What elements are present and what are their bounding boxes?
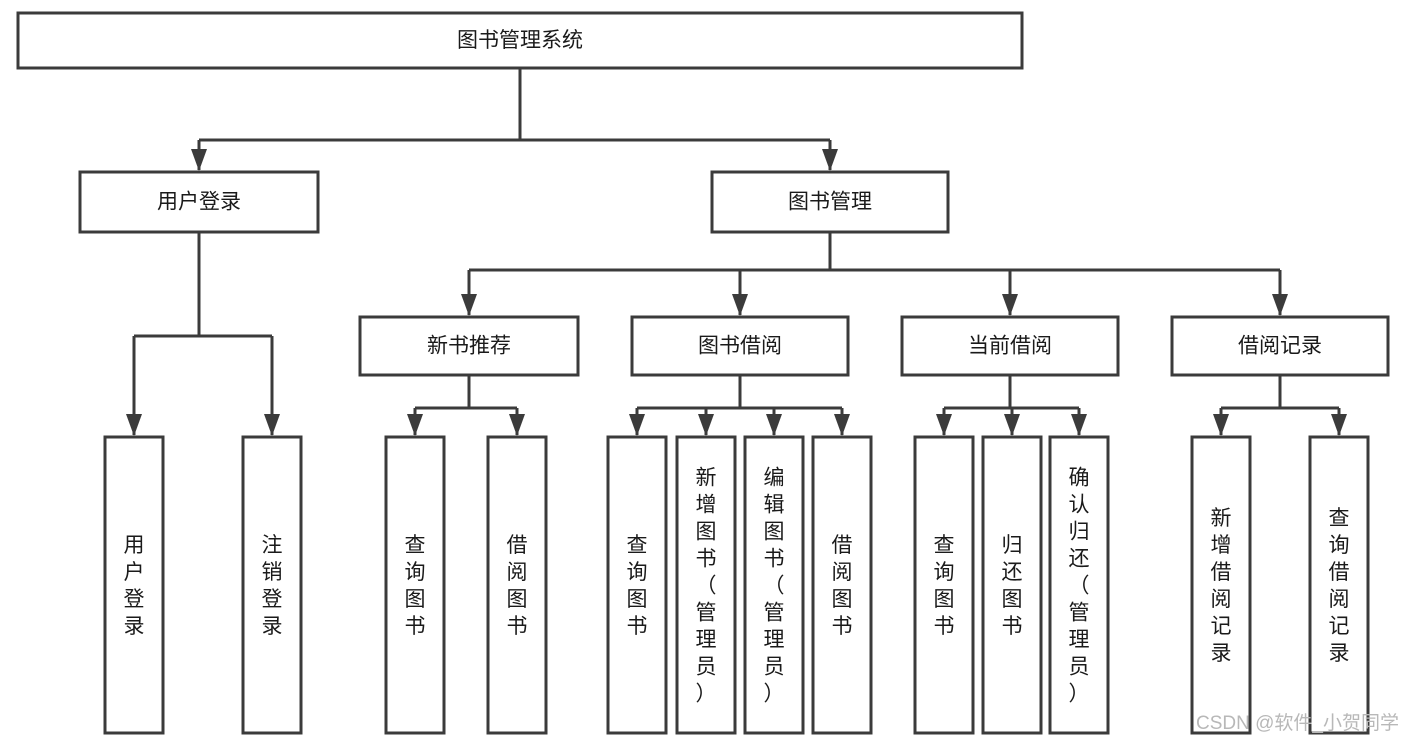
csdn-watermark: CSDN @软件_小贺同学 xyxy=(1196,712,1399,734)
arrow-head-icon xyxy=(629,414,645,436)
leaf-node-leaf-borrow-book[interactable]: 借阅图书 xyxy=(811,435,873,735)
level3-node-borrow-record[interactable]: 借阅记录 xyxy=(1170,315,1390,377)
level3-node-new-book-recommend[interactable]: 新书推荐 xyxy=(358,315,580,377)
node-rect[interactable] xyxy=(675,435,737,735)
arrow-head-icon xyxy=(834,414,850,436)
node-rect[interactable] xyxy=(1048,435,1110,735)
arrow-head-icon xyxy=(461,294,477,316)
node-rect[interactable] xyxy=(384,435,446,735)
arrow-head-icon xyxy=(1331,414,1347,436)
arrow-head-icon xyxy=(264,414,280,436)
node-rect[interactable] xyxy=(103,435,165,735)
leaf-node-leaf-borrow-book-recommend[interactable]: 借阅图书 xyxy=(486,435,548,735)
arrow-head-icon xyxy=(766,414,782,436)
leaf-node-leaf-confirm-return-admin[interactable]: 确认归还（管理员） xyxy=(1048,435,1110,735)
arrow-head-icon xyxy=(1213,414,1229,436)
node-rect[interactable] xyxy=(78,170,320,234)
node-label: 用户登录 xyxy=(124,534,145,638)
node-label: 借阅图书 xyxy=(832,534,853,638)
leaf-node-leaf-user-login[interactable]: 用户登录 xyxy=(103,435,165,735)
leaf-node-leaf-edit-book-admin[interactable]: 编辑图书（管理员） xyxy=(743,435,805,735)
node-rect[interactable] xyxy=(358,315,580,377)
node-rect[interactable] xyxy=(606,435,668,735)
leaf-node-leaf-add-book-admin[interactable]: 新增图书（管理员） xyxy=(675,435,737,735)
node-label: 确认归还（管理员） xyxy=(1069,467,1090,706)
level3-node-book-borrow[interactable]: 图书借阅 xyxy=(630,315,850,377)
node-label: 新书推荐 xyxy=(427,335,511,358)
leaf-node-leaf-logout[interactable]: 注销登录 xyxy=(241,435,303,735)
node-label: 用户登录 xyxy=(157,191,241,214)
leaf-node-leaf-query-book[interactable]: 查询图书 xyxy=(606,435,668,735)
level3-node-current-borrow[interactable]: 当前借阅 xyxy=(900,315,1120,377)
arrow-head-icon xyxy=(1071,414,1087,436)
node-label: 编辑图书（管理员） xyxy=(764,467,785,706)
node-label: 查询图书 xyxy=(934,534,955,638)
node-rect[interactable] xyxy=(241,435,303,735)
arrow-head-icon xyxy=(509,414,525,436)
node-rect[interactable] xyxy=(1170,315,1390,377)
node-label: 查询图书 xyxy=(627,534,648,638)
level2-node-book-management[interactable]: 图书管理 xyxy=(710,170,950,234)
arrow-head-icon xyxy=(698,414,714,436)
node-rect[interactable] xyxy=(913,435,975,735)
connector-layer xyxy=(126,68,1347,436)
node-label: 借阅记录 xyxy=(1238,335,1322,358)
node-label: 归还图书 xyxy=(1002,534,1023,638)
root-node-root[interactable]: 图书管理系统 xyxy=(16,11,1024,70)
leaf-node-leaf-query-borrow-record[interactable]: 查询借阅记录 xyxy=(1308,435,1370,735)
node-rect[interactable] xyxy=(710,170,950,234)
leaf-node-leaf-query-book-recommend[interactable]: 查询图书 xyxy=(384,435,446,735)
level2-node-user-login[interactable]: 用户登录 xyxy=(78,170,320,234)
node-label: 借阅图书 xyxy=(507,534,528,638)
arrow-head-icon xyxy=(126,414,142,436)
arrow-head-icon xyxy=(1002,294,1018,316)
node-label: 图书借阅 xyxy=(698,335,782,358)
arrow-head-icon xyxy=(1004,414,1020,436)
leaf-node-leaf-query-book-current[interactable]: 查询图书 xyxy=(913,435,975,735)
node-rect[interactable] xyxy=(981,435,1043,735)
arrow-head-icon xyxy=(936,414,952,436)
node-rect[interactable] xyxy=(1190,435,1252,735)
arrow-head-icon xyxy=(191,149,207,171)
node-label: 查询图书 xyxy=(405,534,426,638)
node-label: 新增借阅记录 xyxy=(1211,507,1232,665)
node-rect[interactable] xyxy=(1308,435,1370,735)
node-label: 图书管理 xyxy=(788,191,872,214)
node-label: 注销登录 xyxy=(262,534,283,638)
node-label: 当前借阅 xyxy=(968,335,1052,358)
node-label: 查询借阅记录 xyxy=(1329,507,1350,665)
node-label: 新增图书（管理员） xyxy=(696,467,717,706)
node-rect[interactable] xyxy=(743,435,805,735)
leaf-node-leaf-add-borrow-record[interactable]: 新增借阅记录 xyxy=(1190,435,1252,735)
arrow-head-icon xyxy=(407,414,423,436)
arrow-head-icon xyxy=(732,294,748,316)
leaf-node-leaf-return-book[interactable]: 归还图书 xyxy=(981,435,1043,735)
node-layer: 图书管理系统用户登录图书管理新书推荐图书借阅当前借阅借阅记录用户登录注销登录查询… xyxy=(16,11,1390,735)
node-rect[interactable] xyxy=(630,315,850,377)
node-rect[interactable] xyxy=(486,435,548,735)
node-label: 图书管理系统 xyxy=(457,29,583,52)
arrow-head-icon xyxy=(1272,294,1288,316)
node-rect[interactable] xyxy=(811,435,873,735)
node-rect[interactable] xyxy=(900,315,1120,377)
node-rect[interactable] xyxy=(16,11,1024,70)
arrow-head-icon xyxy=(822,149,838,171)
